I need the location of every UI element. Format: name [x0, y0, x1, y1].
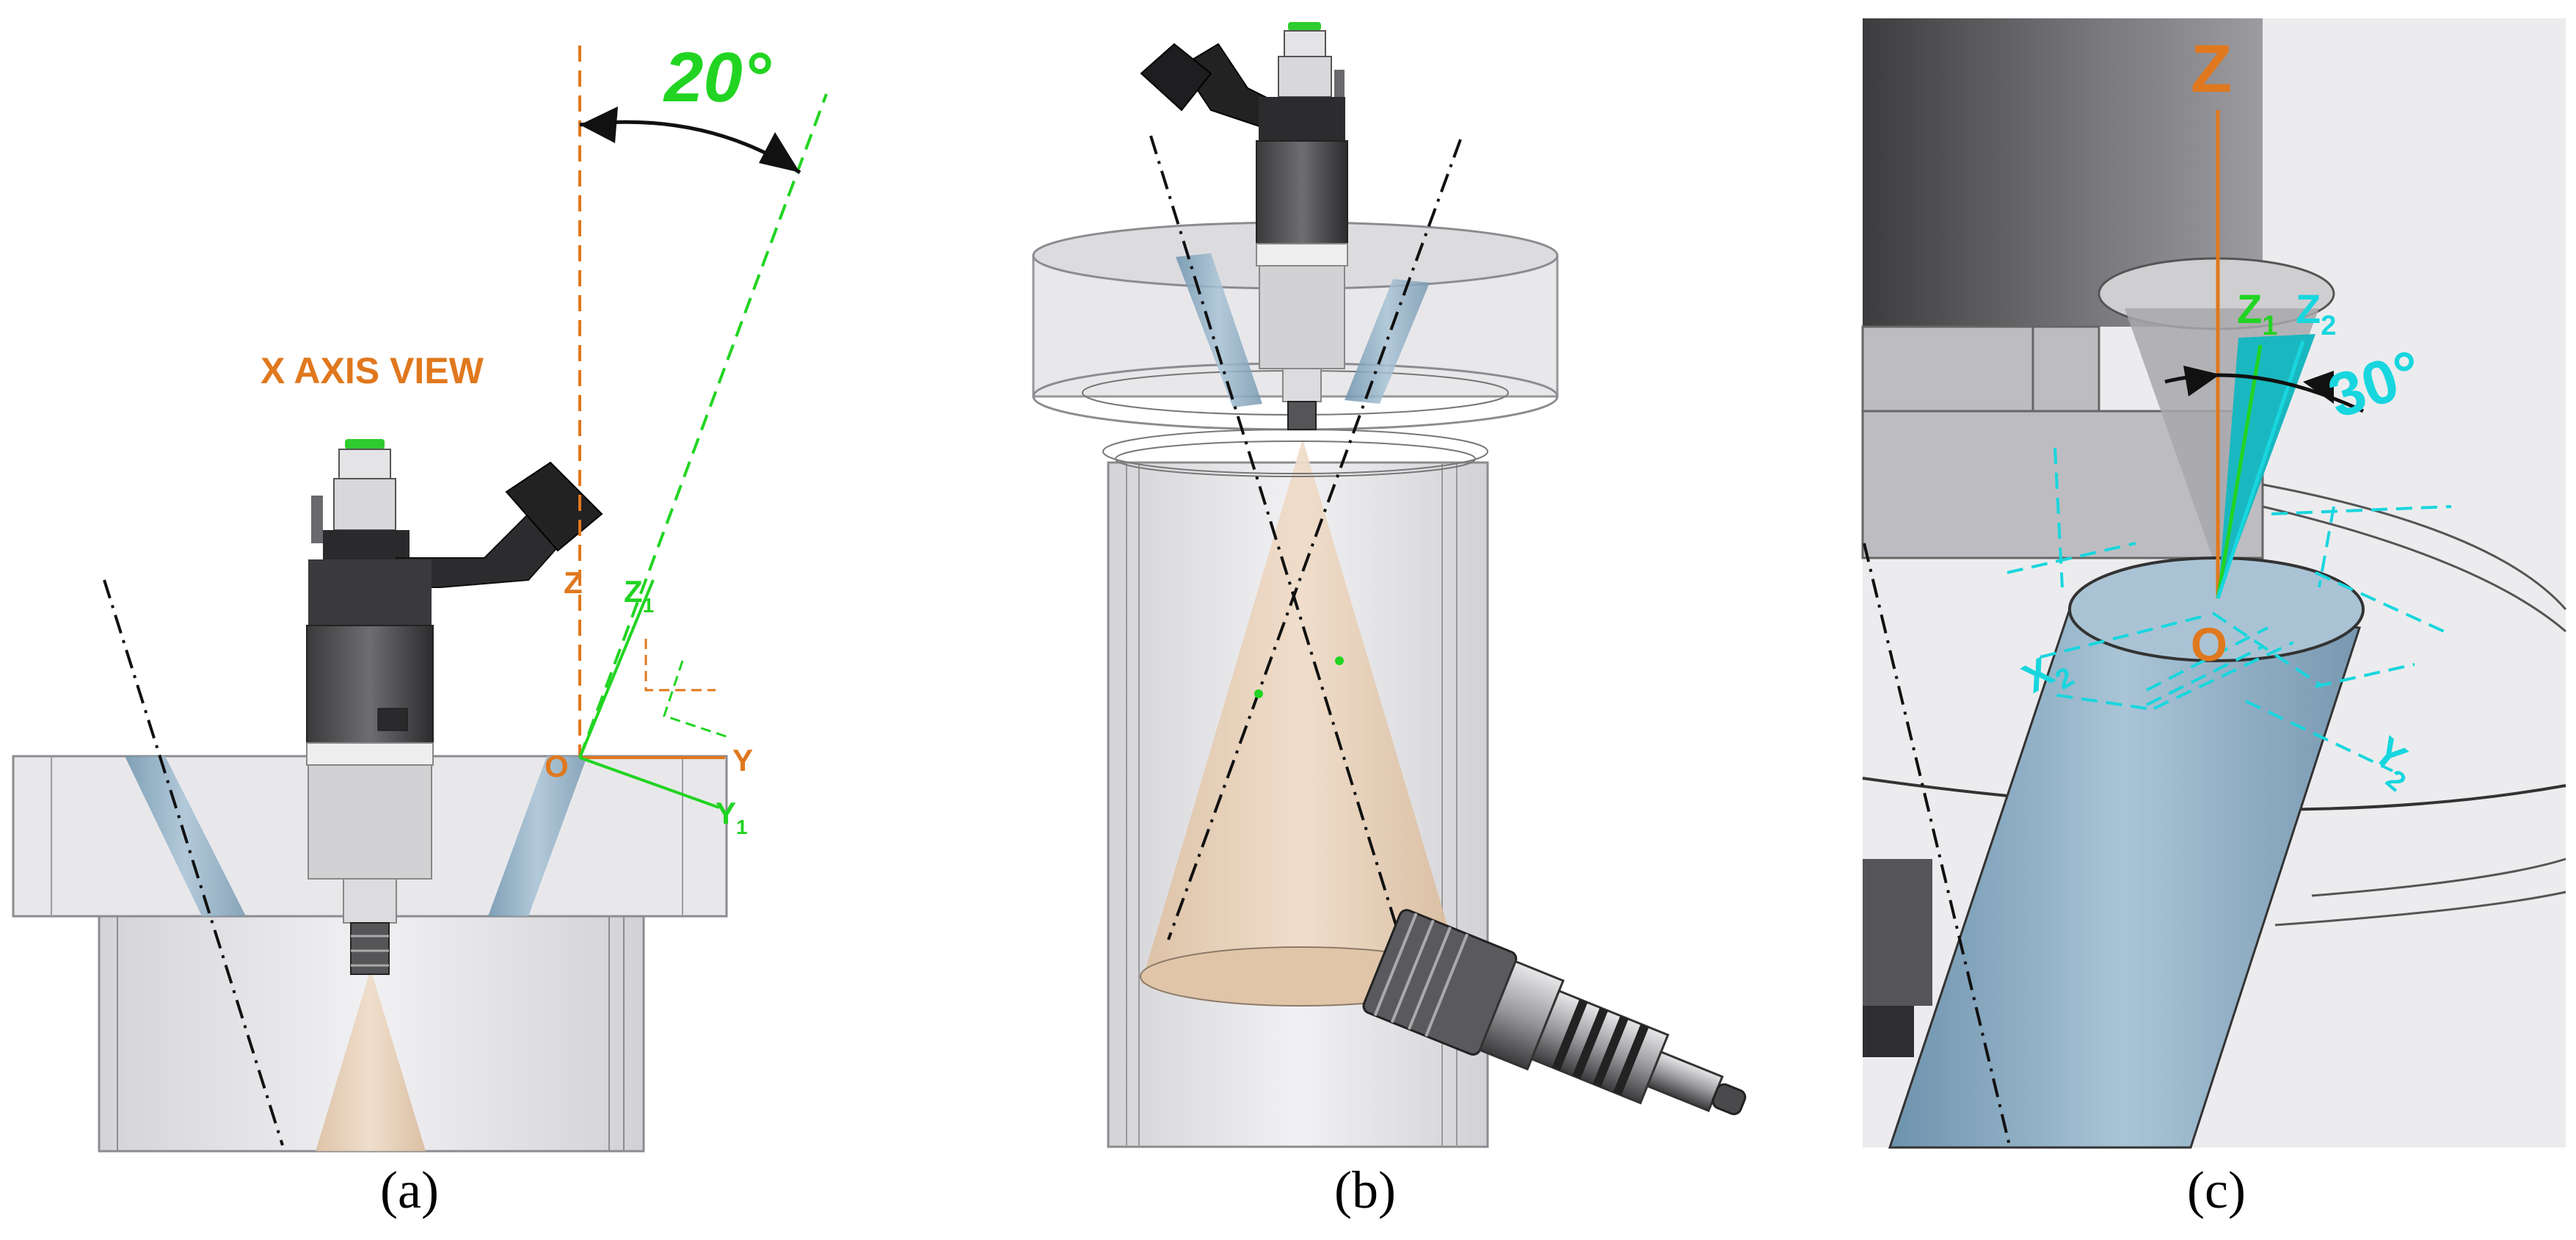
origin-label: O — [2191, 618, 2227, 671]
fuel-injector-icon — [306, 439, 603, 975]
arrowhead-right — [759, 132, 800, 173]
y1-axis-line — [579, 756, 720, 809]
angled-hole-right — [1345, 279, 1430, 404]
z1-axis-line — [2216, 344, 2263, 599]
z1-axis-dashed — [578, 93, 828, 758]
y-axis-label: Y — [732, 743, 753, 777]
spray-axis-line — [103, 579, 284, 1146]
origin-label: O — [545, 749, 569, 783]
y1-axis-label: Y1 — [716, 796, 748, 838]
spray-cone — [316, 969, 426, 1151]
fuel-injector-icon — [1140, 22, 1348, 430]
z1-axis-line — [578, 579, 655, 758]
green-marker — [1254, 689, 1263, 698]
angled-hole-left — [1176, 253, 1262, 407]
z-axis-label: Z — [2191, 32, 2232, 106]
arrowhead-left — [580, 106, 618, 143]
plate-edge — [2262, 505, 2566, 633]
spray-axis-line — [1167, 139, 1462, 940]
view-label: X AXIS VIEW — [261, 350, 484, 391]
green-corner-marker — [663, 660, 731, 739]
spark-plug-icon — [1362, 909, 1747, 1115]
plate-edge — [2274, 891, 2566, 927]
caption-a: (a) — [380, 1161, 439, 1219]
angle-label: 20° — [663, 38, 771, 117]
z-axis-label: Z — [564, 565, 583, 600]
cyan-dashed-frame — [2006, 447, 2452, 772]
caption-c: (c) — [2187, 1161, 2246, 1219]
orange-corner-marker — [644, 639, 716, 692]
spray-axis-line — [1149, 135, 1418, 992]
z1-axis-label: Z1 — [2237, 286, 2277, 341]
arrowhead-right — [2303, 371, 2334, 404]
panel-b — [1032, 22, 1747, 1148]
nozzle-part — [1863, 1006, 1914, 1057]
panel-c: Z Z1 Z2 30° O X2 Y2 — [1861, 18, 2567, 1149]
z1-axis-label: Z1 — [624, 574, 654, 617]
nozzle-part — [1863, 859, 1932, 1006]
z2-axis-label: Z2 — [2296, 286, 2336, 341]
panel-a: 20° X AXIS VIEW Z Z1 O Y Y1 — [12, 38, 828, 1153]
spray-cone — [1141, 439, 1460, 984]
spray-axis-line — [1863, 543, 2011, 1146]
caption-b: (b) — [1334, 1161, 1396, 1219]
angled-hole-right — [488, 756, 587, 916]
inner-ring — [1115, 440, 1476, 477]
arrowhead-left — [2183, 366, 2220, 396]
plate-edge — [2262, 483, 2567, 610]
spray-cone-z2 — [2218, 334, 2315, 598]
plate-edge — [2311, 858, 2566, 897]
green-marker — [1335, 656, 1344, 665]
